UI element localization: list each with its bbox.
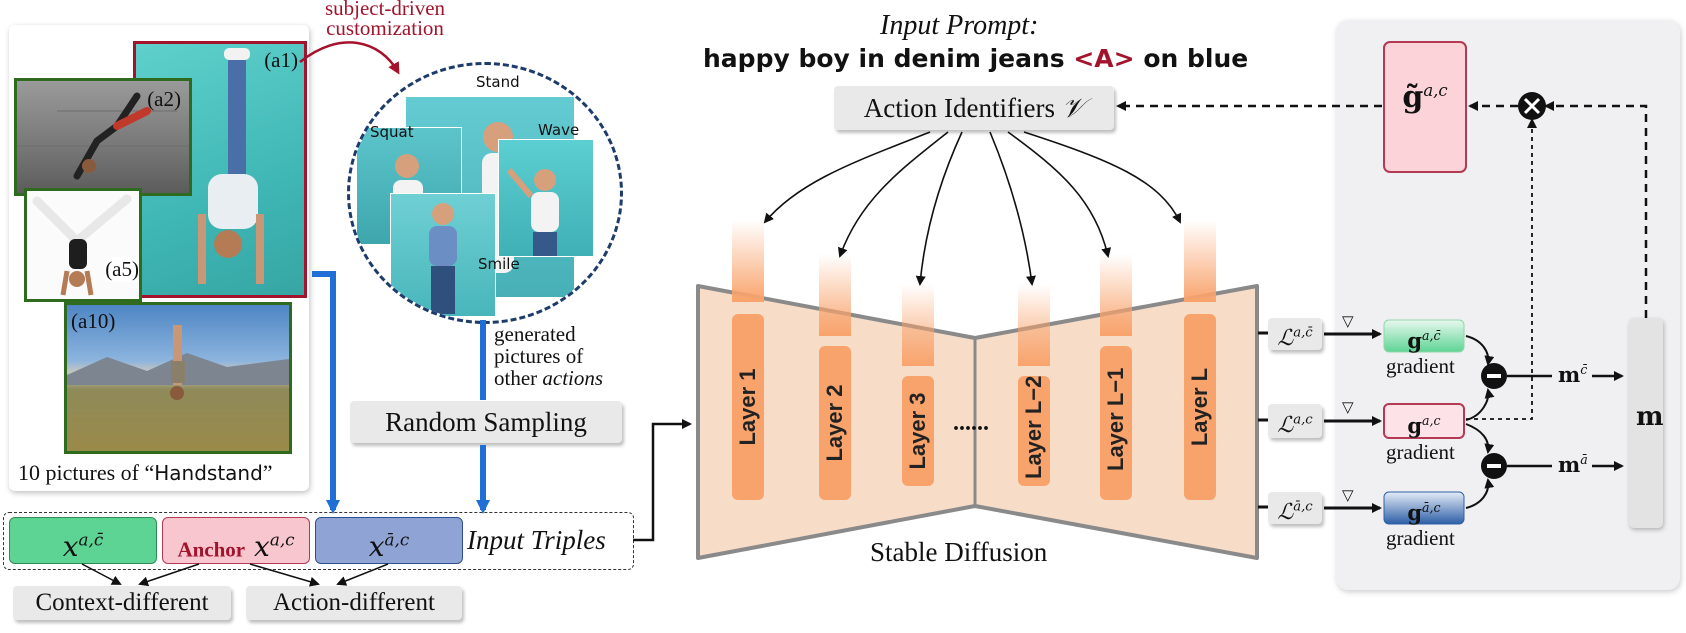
- layer-1-label: Layer 1: [735, 368, 760, 446]
- anchor-word: Anchor: [177, 537, 246, 562]
- triple-anchor-box: Anchor xa,c: [162, 517, 310, 564]
- caption-prefix: 10 pictures of “: [18, 460, 155, 485]
- gradient-label-1: gradient: [1386, 354, 1455, 378]
- layer-3-bar: [902, 376, 934, 486]
- layer-2-bar: [819, 346, 851, 500]
- prompt-text: happy boy in denim jeans <A> on blue: [703, 44, 1248, 73]
- gradient-label-3: gradient: [1386, 526, 1455, 550]
- action-identifiers-symbol: 𝒱: [1061, 93, 1085, 123]
- g-tilde-box: [1383, 41, 1467, 173]
- grad-anchor-math: ga,c: [1407, 413, 1441, 438]
- random-sampling-box: Random Sampling: [350, 401, 622, 443]
- generated-actions-circle: Stand Squat Wave Smile: [347, 62, 623, 324]
- mask-context-math: mc̄: [1558, 362, 1588, 387]
- layer-l-1-label: Layer L−1: [1103, 367, 1128, 471]
- action-identifiers-label: Action Identifiers: [863, 93, 1062, 123]
- action-identifiers-box: Action Identifiers 𝒱: [834, 86, 1114, 130]
- layer-l-1-bar: [1100, 346, 1132, 500]
- loss-anchor-math: ℒa,c: [1277, 413, 1313, 439]
- action-different-label: Action-different: [273, 589, 435, 616]
- prompt-token: <A>: [1073, 44, 1135, 73]
- gradient-label-2: gradient: [1386, 440, 1455, 464]
- generated-line3-italic: actions: [542, 366, 604, 390]
- m-label: m: [1636, 402, 1664, 432]
- split-handstand-figure-icon: [32, 194, 132, 296]
- layers-ellipsis: ......: [953, 410, 989, 436]
- m-box: [1629, 318, 1663, 528]
- generated-line2: pictures of: [494, 344, 584, 368]
- smile-figure-icon: [429, 203, 457, 314]
- prompt-part1: happy boy in denim jeans: [703, 44, 1074, 73]
- gymnast-figure-icon: [17, 92, 189, 180]
- caption-suffix: ”: [262, 460, 273, 485]
- grad-context-math: ga,c̄: [1407, 328, 1441, 353]
- mask-action-math: mā: [1558, 452, 1588, 477]
- layer-l-label: Layer L: [1187, 367, 1212, 447]
- context-different-box: Context-different: [13, 586, 231, 620]
- loss-action-math: ℒā,c: [1277, 500, 1313, 526]
- handstand-figure-icon: [198, 48, 264, 284]
- circle-label-stand: Stand: [476, 73, 520, 91]
- photo-a5: (a5): [24, 188, 142, 302]
- caption-action: Handstand: [154, 461, 263, 485]
- layer-l-2-label: Layer L−2: [1021, 375, 1046, 479]
- layer-l-bar: [1184, 314, 1216, 500]
- context-different-label: Context-different: [35, 589, 209, 616]
- loss-anchor-box: ℒa,c: [1268, 404, 1322, 438]
- circle-label-squat: Squat: [370, 123, 414, 141]
- circle-label-smile: Smile: [478, 255, 520, 273]
- layer-3-label: Layer 3: [905, 392, 930, 470]
- stable-diffusion-label: Stable Diffusion: [870, 537, 1048, 567]
- loss-action-box: ℒā,c: [1268, 492, 1322, 526]
- photo-wave: [498, 139, 594, 257]
- photo-label-a5: (a5): [105, 257, 139, 282]
- customization-label-line2: customization: [326, 16, 444, 40]
- grad-action-math: gā,c: [1407, 500, 1441, 525]
- circle-label-wave: Wave: [538, 121, 580, 139]
- wave-figure-icon: [506, 168, 559, 256]
- loss-context-math: ℒa,c̄: [1277, 326, 1313, 352]
- customization-label: subject-driven customization: [300, 0, 470, 40]
- triple-anchor-math: xa,c: [245, 530, 295, 564]
- generated-pictures-text: generated pictures of other actions: [494, 323, 603, 389]
- photo-a10: (a10): [64, 302, 292, 454]
- generated-line1: generated: [494, 322, 576, 346]
- customization-label-line1: subject-driven: [324, 0, 446, 20]
- triple-action-box: xā,c: [315, 517, 463, 564]
- triple-context-box: xa,c̄: [9, 517, 157, 564]
- photo-label-a2: (a2): [147, 87, 181, 111]
- nabla-1: ▽: [1342, 314, 1354, 330]
- photos-to-anchor-arrow: [312, 271, 340, 514]
- photo-label-a1: (a1): [264, 48, 298, 72]
- customization-arrow: [299, 41, 400, 75]
- loss-context-box: ℒa,c̄: [1268, 318, 1322, 352]
- input-triples-label: Input Triples: [467, 525, 606, 555]
- random-sampling-label: Random Sampling: [385, 407, 587, 437]
- prompt-part2: on blue: [1134, 44, 1249, 73]
- triples-to-sd-arrow: [633, 419, 692, 542]
- layer-l-2-bar: [1018, 376, 1050, 486]
- g-tilde-math: g̃a,c: [1402, 80, 1448, 115]
- layer-1-bar: [732, 314, 764, 500]
- photo-label-a10: (a10): [71, 309, 116, 333]
- nabla-3: ▽: [1342, 488, 1354, 504]
- generated-line3: other: [494, 366, 543, 390]
- reference-photos-caption: 10 pictures of “Handstand”: [18, 460, 273, 486]
- action-different-box: Action-different: [246, 586, 462, 620]
- triple-context-math: xa,c̄: [62, 530, 104, 564]
- triple-action-math: xā,c: [368, 530, 410, 564]
- nabla-2: ▽: [1342, 400, 1354, 416]
- layer-2-label: Layer 2: [822, 384, 847, 462]
- photo-smile: [390, 193, 496, 317]
- landscape-figure-icon: [67, 325, 289, 400]
- prompt-title: Input Prompt:: [880, 10, 1039, 41]
